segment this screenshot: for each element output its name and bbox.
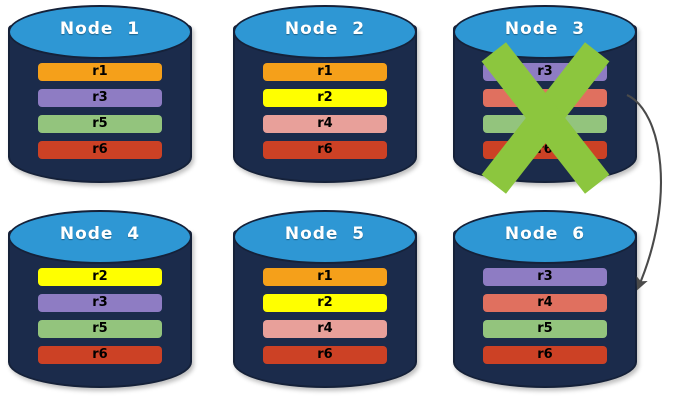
record-bar-list: r3 r4 r5 r6: [483, 268, 607, 364]
record-bar[interactable]: r3: [483, 268, 607, 286]
record-bar[interactable]: r2: [38, 268, 162, 286]
record-bar[interactable]: r4: [263, 115, 387, 133]
record-bar[interactable]: r2: [263, 294, 387, 312]
record-bar[interactable]: r6: [483, 141, 607, 159]
node-card-node-4[interactable]: Node 4 r2 r3 r5 r6: [8, 210, 192, 392]
node-card-node-1[interactable]: Node 1 r1 r3 r5 r6: [8, 5, 192, 187]
record-bar[interactable]: r3: [483, 63, 607, 81]
record-bar[interactable]: r2: [263, 89, 387, 107]
record-bar[interactable]: r4: [483, 294, 607, 312]
node-card-node-6[interactable]: Node 6 r3 r4 r5 r6: [453, 210, 637, 392]
record-bar[interactable]: r1: [38, 63, 162, 81]
node-title: Node 5: [284, 224, 366, 244]
record-bar-list: r2 r3 r5 r6: [38, 268, 162, 364]
node-card-node-3[interactable]: Node 3 r3 r4 r5 r6: [453, 5, 637, 194]
record-bar[interactable]: r6: [38, 346, 162, 364]
record-bar[interactable]: r5: [38, 115, 162, 133]
cylinder-top-ellipse: [233, 210, 417, 264]
record-bar[interactable]: r3: [38, 294, 162, 312]
node-title: Node 3: [504, 19, 586, 39]
node-card-node-5[interactable]: Node 5 r1 r2 r4 r6: [233, 210, 417, 392]
record-bar-list: r1 r2 r4 r6: [263, 63, 387, 159]
record-bar[interactable]: r4: [263, 320, 387, 338]
record-bar[interactable]: r4: [483, 89, 607, 107]
record-bar[interactable]: r5: [483, 115, 607, 133]
cylinder-top-ellipse: [8, 210, 192, 264]
cylinder-top-ellipse: [233, 5, 417, 59]
node-title: Node 2: [284, 19, 366, 39]
record-bar[interactable]: r1: [263, 63, 387, 81]
record-bar[interactable]: r6: [483, 346, 607, 364]
cylinder-top-ellipse: [453, 210, 637, 264]
node-title: Node 4: [59, 224, 141, 244]
record-bar-list: r1 r3 r5 r6: [38, 63, 162, 159]
record-bar[interactable]: r1: [263, 268, 387, 286]
record-bar[interactable]: r6: [263, 141, 387, 159]
cylinder-top-ellipse: [8, 5, 192, 59]
node-card-node-2[interactable]: Node 2 r1 r2 r4 r6: [233, 5, 417, 187]
node-title: Node 6: [504, 224, 586, 244]
record-bar-list: r1 r2 r4 r6: [263, 268, 387, 364]
record-bar[interactable]: r6: [38, 141, 162, 159]
record-bar[interactable]: r6: [263, 346, 387, 364]
node-title: Node 1: [59, 19, 141, 39]
record-bar[interactable]: r5: [483, 320, 607, 338]
record-bar[interactable]: r5: [38, 320, 162, 338]
record-bar[interactable]: r3: [38, 89, 162, 107]
record-bar-list: r3 r4 r5 r6: [483, 63, 607, 159]
